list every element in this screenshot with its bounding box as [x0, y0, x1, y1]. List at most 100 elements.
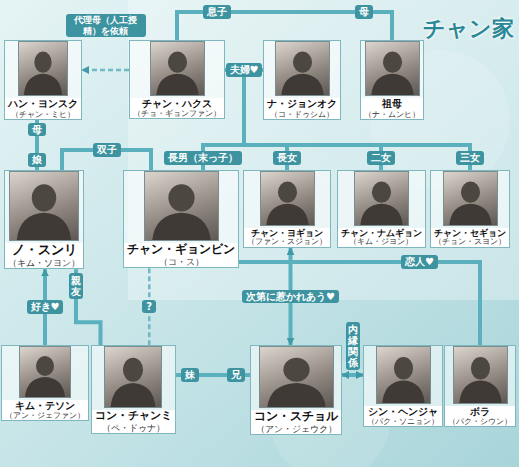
- relation-label: 三女: [456, 151, 484, 165]
- person-card: ナ・ジョンオク（コ・ドゥシム）: [263, 40, 341, 120]
- portrait-photo: [453, 346, 508, 404]
- name-box: チャン・ヨギョン（ファン・スジョン）: [244, 228, 330, 247]
- decor-circle: [370, 50, 510, 190]
- portrait-body: [24, 74, 62, 95]
- portrait-photo: [19, 346, 71, 398]
- portrait-photo: [365, 41, 420, 96]
- character-name: ハン・ヨンスク: [8, 98, 78, 110]
- portrait-silhouette: [19, 42, 67, 95]
- portrait-body: [152, 213, 210, 240]
- name-box: ノ・スンリ（キム・ソヨン）: [5, 243, 83, 268]
- portrait-photo: [144, 171, 219, 241]
- portrait-body: [360, 204, 402, 225]
- name-box: ナ・ジョンオク（コ・ドゥシム）: [264, 98, 340, 119]
- actor-name: （ナ・ムンヒ）: [364, 110, 420, 119]
- portrait-head: [36, 356, 54, 376]
- relation-line: [82, 69, 129, 72]
- chart-title: チャン家: [423, 14, 514, 44]
- relation-label: 娘: [28, 153, 46, 167]
- name-box: ボラ（パク・シウン）: [445, 406, 515, 426]
- relation-label: 長女: [273, 151, 301, 165]
- person-card: シン・ヘンジャ（パク・ソニョン）: [363, 345, 443, 427]
- portrait-body: [25, 377, 65, 397]
- portrait-body: [267, 383, 325, 407]
- actor-name: （パク・シウン）: [448, 418, 512, 427]
- portrait-head: [382, 52, 401, 73]
- portrait-head: [470, 357, 489, 379]
- relation-line: [342, 373, 363, 377]
- character-name: チャン・セギョン: [434, 228, 506, 238]
- name-box: キム・テソン（アン・ジェファン）: [2, 400, 88, 420]
- person-card: ハン・ヨンスク（チャン・ミヒ）: [4, 40, 82, 120]
- relation-label: 双子: [93, 143, 121, 157]
- actor-name: （キム・ソヨン）: [8, 258, 80, 268]
- relation-label: 母: [28, 123, 46, 137]
- relation-label: 息子: [203, 5, 231, 19]
- portrait-silhouette: [276, 42, 329, 95]
- character-name: コン・スチョル: [254, 410, 338, 424]
- actor-name: （キム・ジヨン）: [341, 238, 422, 247]
- portrait-photo: [275, 41, 330, 96]
- actor-name: （ファン・スジョン）: [247, 238, 327, 247]
- portrait-photo: [260, 171, 315, 226]
- actor-name: （チョ・ギョンファン）: [133, 110, 221, 119]
- relation-label: 妹: [181, 368, 199, 382]
- name-box: ハン・ヨンスク（チャン・ミヒ）: [5, 98, 81, 119]
- person-card: チャン・ハクス（チョ・ギョンファン）: [129, 40, 225, 119]
- character-name: コン・チャンミ: [95, 410, 172, 423]
- portrait-photo: [443, 171, 498, 226]
- character-name: チャン・ヨギョン: [247, 228, 327, 238]
- portrait-head: [32, 184, 56, 211]
- portrait-silhouette: [261, 172, 314, 225]
- portrait-silhouette: [260, 347, 333, 407]
- relation-label: 恋人♥: [401, 255, 438, 269]
- portrait-photo: [376, 346, 431, 404]
- portrait-silhouette: [105, 347, 161, 407]
- character-name: 祖母: [364, 98, 420, 110]
- character-name: チャン・ナムギョン: [341, 228, 422, 238]
- family-panel: [128, 0, 519, 300]
- actor-name: （チャン・ミヒ）: [8, 110, 78, 119]
- character-name: キム・テソン: [5, 400, 85, 412]
- actor-name: （パク・ソニョン）: [367, 418, 439, 427]
- person-card: ボラ（パク・シウン）: [444, 345, 516, 427]
- connector-group: [37, 12, 480, 375]
- person-card: キム・テソン（アン・ジェファン）: [1, 345, 89, 421]
- relation-label: 好き♥: [27, 300, 64, 314]
- portrait-photo: [9, 171, 79, 241]
- portrait-photo: [150, 41, 205, 96]
- name-box: チャン・ギョンビン（コ・ス）: [124, 243, 238, 267]
- portrait-head: [168, 184, 194, 211]
- portrait-photo: [259, 346, 334, 408]
- actor-name: （ペ・ドゥナ）: [95, 423, 172, 433]
- character-name: チャン・ハクス: [133, 98, 221, 110]
- relation-label: 夫婦♥: [226, 63, 263, 77]
- portrait-body: [371, 74, 413, 95]
- portrait-silhouette: [10, 172, 78, 240]
- relation-label: 次第に惹かれあう♥: [242, 290, 339, 304]
- relation-label: 代理母（人工授精）を依頼: [66, 14, 146, 37]
- portrait-head: [460, 182, 479, 203]
- portrait-body: [111, 383, 156, 407]
- portrait-body: [382, 381, 424, 403]
- portrait-head: [167, 52, 186, 73]
- portrait-body: [281, 74, 323, 95]
- name-box: シン・ヘンジャ（パク・ソニョン）: [364, 406, 442, 426]
- name-box: コン・スチョル（アン・ジェウク）: [251, 410, 341, 434]
- person-card: チャン・セギョン（チョン・スヨン）: [430, 170, 510, 248]
- portrait-body: [156, 74, 198, 95]
- actor-name: （チョン・スヨン）: [434, 238, 506, 247]
- portrait-photo: [18, 41, 68, 96]
- person-card: チャン・ギョンビン（コ・ス）: [123, 170, 239, 268]
- portrait-silhouette: [355, 172, 408, 225]
- person-card: コン・チャンミ（ペ・ドゥナ）: [91, 345, 176, 434]
- relation-label: 二女: [367, 151, 395, 165]
- character-name: ノ・スンリ: [8, 243, 80, 258]
- actor-name: （コ・ス）: [127, 257, 235, 267]
- portrait-head: [34, 52, 51, 73]
- portrait-body: [449, 204, 491, 225]
- name-box: 祖母（ナ・ムンヒ）: [361, 98, 423, 119]
- relation-label: 母: [355, 5, 373, 19]
